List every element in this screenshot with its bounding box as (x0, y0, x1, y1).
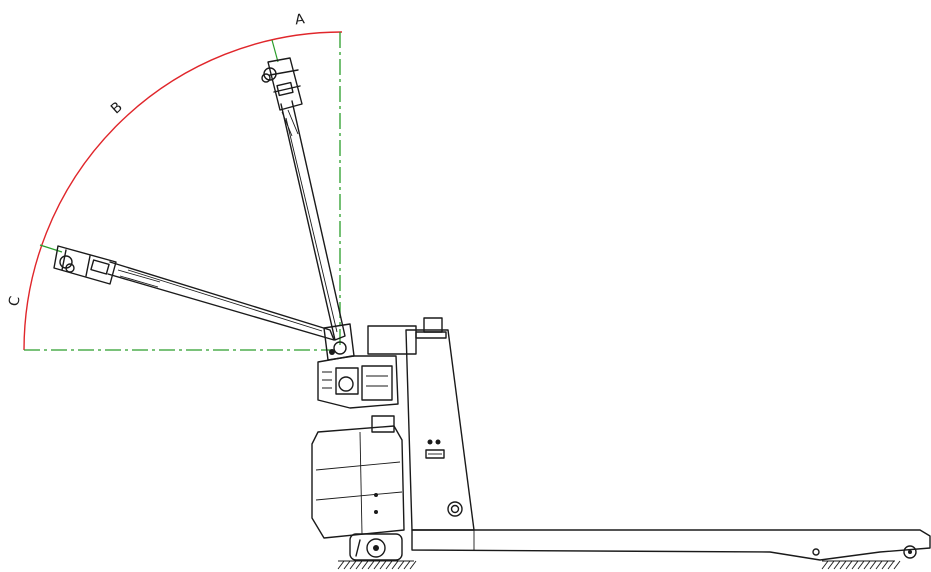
zone-boundary-ticks (39, 39, 279, 253)
tiller-arm-inclined (53, 245, 335, 341)
tiller-swing-arc (23, 31, 343, 351)
tiller-arm-upright (261, 57, 346, 341)
fork-arm (411, 529, 931, 561)
drive-motor-unit (317, 325, 417, 409)
load-wheel (903, 545, 917, 559)
drive-wheel (349, 533, 403, 561)
zone-label-b: B (108, 99, 126, 117)
ground-hatch-left (337, 560, 417, 570)
battery-cover (311, 415, 405, 539)
ground-hatch-right (821, 560, 901, 570)
zone-label-a: A (294, 11, 306, 28)
zone-label-c: C (6, 295, 23, 308)
